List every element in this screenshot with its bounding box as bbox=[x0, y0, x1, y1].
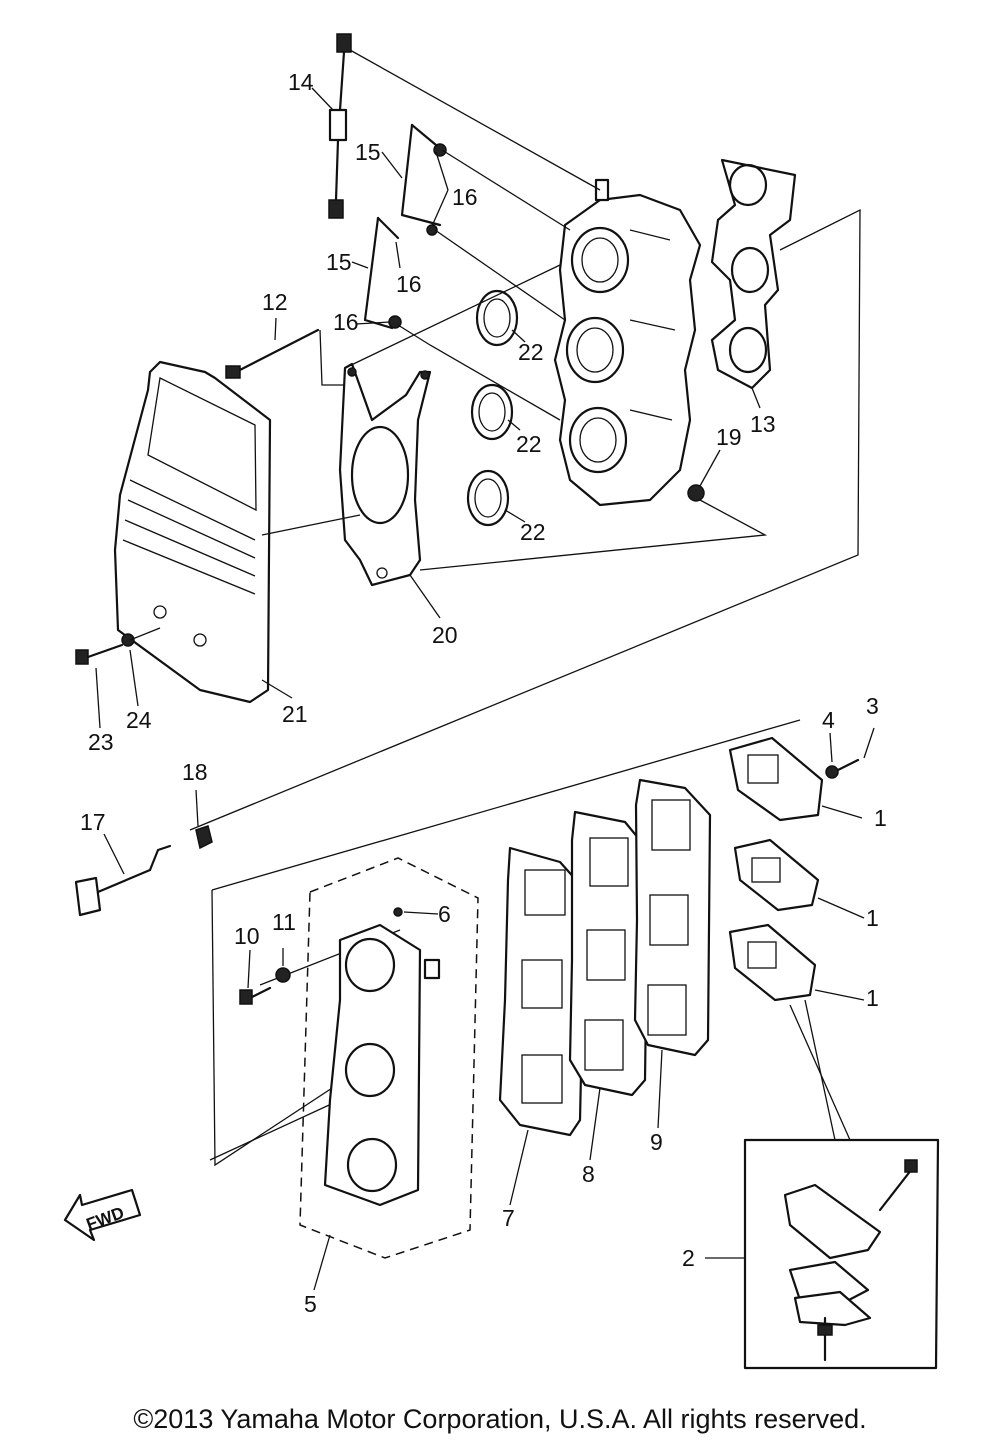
part-1-reed-valve-b bbox=[733, 838, 820, 912]
part-18-grommet bbox=[195, 825, 213, 850]
label-6: 6 bbox=[438, 901, 451, 927]
label-24: 24 bbox=[126, 707, 152, 733]
part-19-plug bbox=[687, 484, 705, 502]
label-13: 13 bbox=[750, 411, 776, 437]
label-18: 18 bbox=[182, 759, 208, 785]
part-2-reed-assembly bbox=[743, 1138, 940, 1370]
part-6-pin bbox=[393, 907, 403, 917]
label-22b: 22 bbox=[516, 431, 542, 457]
part-8-gasket bbox=[568, 810, 650, 1097]
label-15b: 15 bbox=[326, 249, 352, 275]
label-8: 8 bbox=[582, 1161, 595, 1187]
part-16-grommet-a bbox=[433, 143, 447, 157]
label-21: 21 bbox=[282, 701, 308, 727]
label-16b: 16 bbox=[396, 271, 422, 297]
label-1b: 1 bbox=[866, 905, 879, 931]
part-15-clip-lower bbox=[363, 216, 400, 330]
part-labels: 14 15 16 15 16 16 12 22 22 22 13 19 20 2… bbox=[80, 69, 887, 1317]
fwd-arrow: FWD bbox=[63, 1188, 142, 1242]
part-15-clip-upper bbox=[400, 123, 444, 227]
guide-lines bbox=[129, 49, 861, 1167]
leader-lines bbox=[95, 87, 875, 1291]
label-17: 17 bbox=[80, 809, 106, 835]
label-1a: 1 bbox=[874, 805, 887, 831]
exploded-parts-diagram: FWD 14 15 bbox=[63, 33, 940, 1370]
label-7: 7 bbox=[502, 1205, 515, 1231]
label-9: 9 bbox=[650, 1129, 663, 1155]
part-22-seal-b bbox=[470, 383, 514, 441]
label-10: 10 bbox=[234, 923, 260, 949]
label-22a: 22 bbox=[518, 339, 544, 365]
part-22-seal-c bbox=[466, 469, 510, 527]
part-24-washer bbox=[121, 633, 135, 647]
label-2: 2 bbox=[682, 1245, 695, 1271]
label-14: 14 bbox=[288, 69, 314, 95]
intake-manifold bbox=[553, 178, 702, 507]
label-1c: 1 bbox=[866, 985, 879, 1011]
label-16c: 16 bbox=[333, 309, 359, 335]
label-15a: 15 bbox=[355, 139, 381, 165]
label-12: 12 bbox=[262, 289, 288, 315]
part-1-reed-valve-c bbox=[728, 923, 817, 1002]
label-4: 4 bbox=[822, 707, 835, 733]
part-17-knob bbox=[74, 844, 172, 917]
label-3: 3 bbox=[866, 693, 879, 719]
part-22-seal-a bbox=[475, 289, 519, 347]
label-22c: 22 bbox=[520, 519, 546, 545]
part-20-gasket-plate bbox=[338, 362, 432, 587]
part-11-washer bbox=[275, 967, 291, 983]
part-14-hose bbox=[328, 33, 352, 219]
part-9-gasket bbox=[633, 778, 712, 1057]
part-5-reed-plate bbox=[299, 857, 479, 1259]
copyright-notice: ©2013 Yamaha Motor Corporation, U.S.A. A… bbox=[133, 1404, 867, 1434]
label-16a: 16 bbox=[452, 184, 478, 210]
part-1-reed-valve-a bbox=[728, 736, 860, 822]
label-23: 23 bbox=[88, 729, 114, 755]
part-23-bolt bbox=[75, 643, 124, 665]
part-13-gasket bbox=[710, 158, 797, 390]
part-10-bolt bbox=[239, 986, 272, 1005]
part-12-bolt bbox=[225, 328, 320, 379]
label-20: 20 bbox=[432, 622, 458, 648]
part-21-silencer-cover bbox=[113, 360, 272, 704]
label-11: 11 bbox=[272, 909, 296, 935]
label-19: 19 bbox=[716, 424, 742, 450]
label-5: 5 bbox=[304, 1291, 317, 1317]
